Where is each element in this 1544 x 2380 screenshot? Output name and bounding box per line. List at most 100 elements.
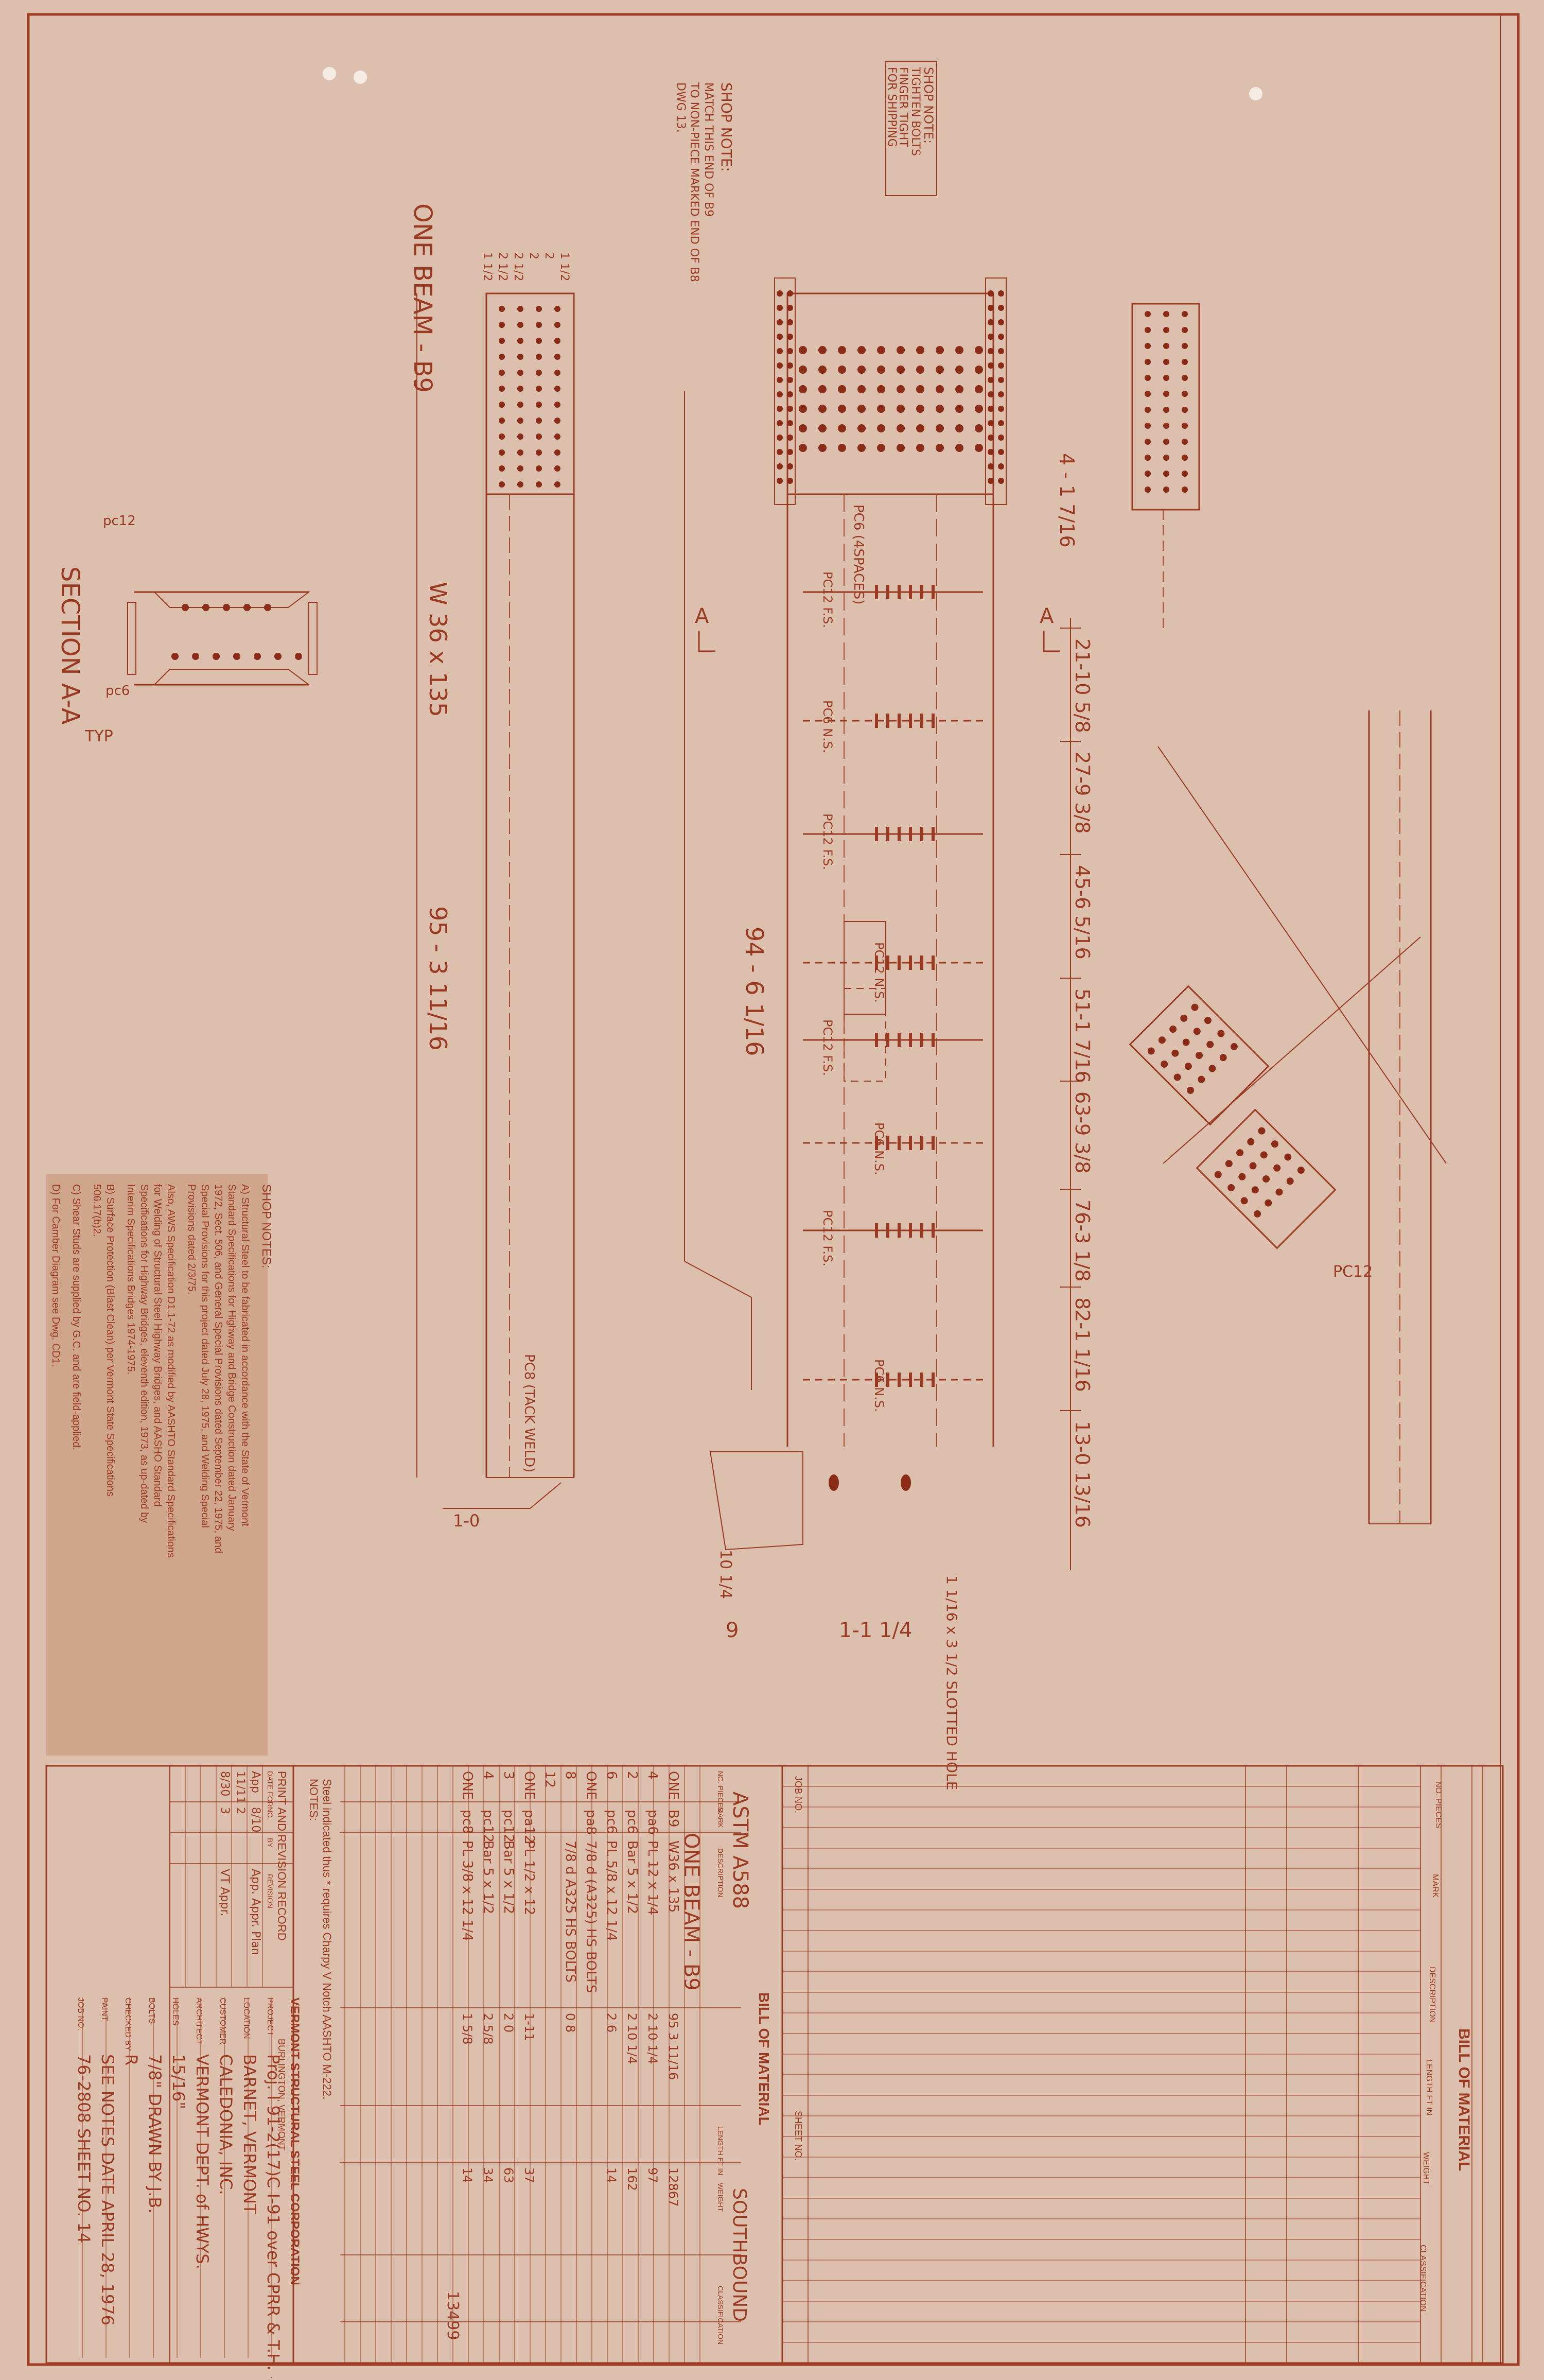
stiffener-dim: 82-1 1/16	[1071, 1297, 1094, 1392]
bolt-hole	[787, 334, 793, 340]
bolt-hole	[1145, 439, 1151, 445]
bolt-hole	[787, 406, 793, 412]
bom-row-wt: 63	[501, 2167, 516, 2183]
stud	[898, 827, 901, 841]
stud	[920, 585, 923, 599]
bolt-hole	[777, 319, 783, 325]
bom-detail-head: WEIGHT	[716, 2183, 725, 2212]
stiffener-label: PC12 F.S.	[820, 571, 835, 628]
svg-text:pc12: pc12	[103, 513, 136, 529]
bolt-hole	[499, 433, 505, 440]
shop-note-line: Specifications for Highway Bridges, elev…	[138, 1184, 150, 1523]
shop-notes-title: SHOP NOTES:	[259, 1184, 273, 1269]
bolt-hole	[517, 306, 523, 312]
bolt-hole	[536, 306, 542, 312]
bolt-hole	[554, 338, 560, 344]
bolt-hole	[975, 346, 983, 354]
stud	[886, 714, 889, 728]
stiffener-label: PC6 N.S.	[872, 1122, 886, 1175]
bolt-hole	[818, 366, 827, 374]
bolt-hole	[998, 362, 1004, 369]
bolt-hole	[988, 319, 994, 325]
shop-note-bolts-l2: TIGHTEN BOLTS	[909, 66, 922, 156]
bolt-hole	[499, 386, 505, 392]
bolt-hole	[857, 444, 866, 452]
bom-row-mark: pc12	[480, 1810, 496, 1843]
bolt-hole	[517, 354, 523, 360]
bolt-hole	[799, 385, 807, 393]
end-dim-5: 4 - 1 7/16	[1056, 453, 1078, 548]
bolt-hole	[1260, 1151, 1268, 1159]
bom-row-desc: 7/8 d A325 HS BOLTS	[563, 1840, 578, 1983]
bolt-hole	[787, 391, 793, 397]
revision-head: NO.	[266, 1807, 274, 1820]
title-field-value: CALEDONIA, INC.	[216, 2054, 236, 2195]
shop-notes-panel: SHOP NOTES: A) Structural Steel to be fa…	[46, 1174, 273, 1756]
stiffener-dim: 63-9 3/8	[1071, 1091, 1094, 1173]
bolt-hole	[799, 346, 807, 354]
bolt-hole	[857, 424, 866, 432]
bom-row-no: 8	[563, 1771, 578, 1780]
stud	[909, 956, 912, 970]
bolt-hole	[777, 420, 783, 426]
stud	[909, 827, 912, 841]
bolt-hole	[1182, 439, 1188, 445]
bolt-hole	[1251, 1186, 1259, 1194]
bom-row-desc: PL 1/2 x 12	[521, 1840, 537, 1915]
bolt-hole	[1145, 327, 1151, 333]
bolt-hole	[787, 449, 793, 455]
bolt-hole	[988, 478, 994, 484]
bom-row-no: 12	[542, 1771, 557, 1788]
bolt-hole	[818, 424, 827, 432]
bolt-hole	[1182, 327, 1188, 333]
shop-note-line: 506.17(b)2.	[91, 1184, 102, 1237]
stiffener-label: PC6 N.S.	[820, 700, 835, 753]
end-dim-3: 10 1/4	[716, 1550, 734, 1599]
bolt-hole	[777, 348, 783, 354]
bom-row-mark: pc6	[624, 1810, 640, 1834]
bolt-hole	[517, 402, 523, 408]
bolt-hole	[1284, 1153, 1292, 1161]
revision-head: REVISION	[266, 1874, 274, 1908]
stud	[909, 1136, 912, 1150]
stud	[898, 585, 901, 599]
bolt-hole	[988, 406, 994, 412]
stud	[909, 1033, 912, 1047]
bolt-hole	[1219, 1054, 1227, 1062]
bom-row-desc: Bar 5 x 1/2	[624, 1840, 640, 1914]
bolt-hole	[1163, 375, 1169, 381]
shop-note-line: A) Structural Steel to be fabricated in …	[239, 1184, 251, 1526]
bom-detail-head: CLASSIFICATION	[716, 2286, 725, 2344]
bolt-hole	[916, 405, 924, 413]
bolt-hole	[499, 481, 505, 488]
bolt-hole	[998, 334, 1004, 340]
revision-text: App. Appr. Plan	[249, 1869, 262, 1955]
bom-row-mark: pa8	[583, 1810, 599, 1835]
bolt-hole	[554, 386, 560, 392]
bom-row-len: 1-11	[522, 2013, 536, 2041]
bolt-hole	[787, 463, 793, 470]
bolt-hole	[1163, 455, 1169, 461]
bom-row-desc: PL 5/8 x 12 1/4	[604, 1840, 619, 1941]
bom-main-head: CLASSIFICATION	[1418, 2245, 1427, 2312]
bolt-pattern-dim: 2	[527, 252, 540, 259]
bolt-hole	[1254, 1210, 1261, 1218]
typ-note: TYP	[84, 727, 113, 745]
bom-detail-head: MARK	[716, 1807, 725, 1828]
bolt-hole	[936, 346, 944, 354]
bolt-hole	[1182, 455, 1188, 461]
bolt-hole	[877, 424, 885, 432]
bolt-hole	[975, 424, 983, 432]
bom-spec: ASTM A588	[728, 1792, 752, 1909]
bolt-hole	[787, 478, 793, 484]
shop-note-line: D) For Camber Diagram see Dwg. CD1.	[50, 1184, 61, 1367]
bolt-hole	[1161, 1060, 1168, 1068]
splice-plate-left	[485, 292, 575, 495]
stiffener-dim: 13-0 13/16	[1071, 1421, 1094, 1528]
bolt-hole	[1163, 391, 1169, 397]
stiffener-dim: 76-3 1/8	[1071, 1200, 1094, 1281]
stud	[932, 585, 935, 599]
bolt-hole	[818, 405, 827, 413]
